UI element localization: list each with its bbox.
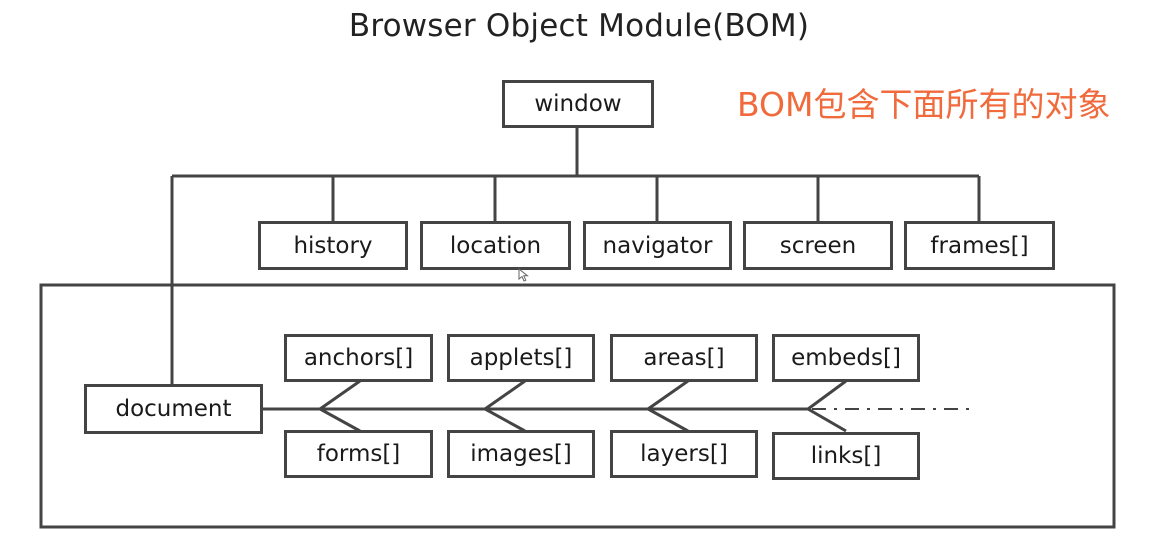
node-history: history [258,221,408,270]
node-anchors-label: anchors[] [303,345,414,371]
node-window: window [502,80,654,128]
node-links-label: links[] [810,443,882,469]
node-document: document [84,384,263,434]
node-links: links[] [772,432,920,480]
chevron-areas [645,379,689,433]
node-applets-label: applets[] [469,345,573,371]
chevron-embeds [805,379,847,433]
node-screen-label: screen [779,232,857,259]
node-screen: screen [743,221,893,270]
document-container-frame [39,283,1116,529]
mouse-pointer-icon [518,268,529,282]
node-location: location [420,221,571,270]
node-applets: applets[] [447,334,595,382]
node-history-label: history [293,232,373,259]
annotation-text: BOM包含下面所有的对象 [737,85,1111,124]
node-navigator-label: navigator [602,232,713,259]
node-frames-label: frames[] [930,232,1029,259]
node-images: images[] [447,430,595,478]
node-location-label: location [449,232,542,259]
node-embeds-label: embeds[] [791,345,901,371]
node-frames: frames[] [904,221,1055,270]
node-forms: forms[] [284,430,433,478]
node-areas: areas[] [610,334,758,382]
node-images-label: images[] [470,441,572,467]
node-navigator: navigator [583,221,732,270]
node-layers-label: layers[] [640,441,728,467]
node-areas-label: areas[] [643,345,725,371]
diagram-title: Browser Object Module(BOM) [348,8,810,44]
chevron-applets [482,379,526,433]
node-document-label: document [115,396,232,422]
chevron-anchors [317,379,361,433]
node-window-label: window [534,91,622,117]
node-layers: layers[] [610,430,758,478]
node-anchors: anchors[] [284,334,433,382]
node-forms-label: forms[] [316,441,401,467]
node-embeds: embeds[] [772,334,920,382]
